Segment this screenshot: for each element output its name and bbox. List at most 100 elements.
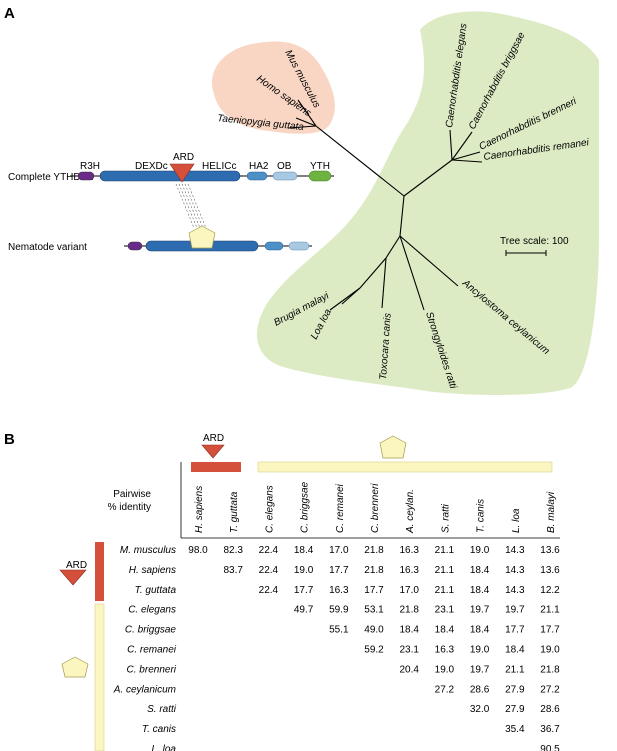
row-header: H. sapiens: [129, 565, 176, 576]
vertebrate-row-bar: [95, 542, 104, 601]
domain-label-dexdc: DEXDc: [135, 161, 168, 172]
identity-cell: 28.6: [540, 704, 560, 715]
identity-cell: 49.7: [294, 605, 314, 616]
identity-cell: 21.8: [364, 565, 384, 576]
taxon-toxocara-canis: Toxocara canis: [378, 313, 394, 380]
row-header: T. canis: [142, 724, 176, 735]
identity-cell: 22.4: [259, 545, 279, 556]
identity-cell: 19.0: [470, 545, 490, 556]
dexdc-helicc-domain: [99, 170, 241, 182]
ard-triangle-icon: [169, 163, 195, 183]
identity-cell: 18.4: [470, 625, 490, 636]
nematode-clade-shape: [256, 11, 599, 396]
identity-cell: 18.4: [435, 625, 455, 636]
identity-cell: 19.0: [435, 664, 455, 675]
identity-cell: 12.2: [540, 585, 560, 596]
table-column-headers: H. sapiens T. guttata C. elegans C. briggsa…: [194, 481, 557, 534]
domain-label-ha2: HA2: [249, 161, 269, 172]
identity-cell: 59.9: [329, 605, 349, 616]
ard-row-triangle-icon: [59, 569, 87, 586]
variant-ob-domain: [288, 241, 310, 251]
nematode-row-pentagon-icon: [61, 656, 89, 678]
pentagon-icon: [188, 225, 216, 249]
identity-cell: 16.3: [399, 565, 419, 576]
domain-label-ob: OB: [277, 161, 292, 172]
identity-cell: 16.3: [399, 545, 419, 556]
identity-cell: 17.0: [329, 545, 349, 556]
row-header: A. ceylanicum: [113, 684, 176, 695]
domain-label-helicc: HELICc: [202, 161, 236, 172]
column-header: C. briggsae: [300, 481, 311, 533]
identity-cell: 22.4: [259, 585, 279, 596]
identity-cell: 19.0: [294, 565, 314, 576]
identity-cell: 36.7: [540, 724, 560, 735]
identity-cell: 14.3: [505, 545, 525, 556]
identity-cell: 28.6: [470, 684, 490, 695]
column-header: T. guttata: [229, 491, 240, 533]
identity-cell: 18.4: [294, 545, 314, 556]
identity-cell: 21.8: [364, 545, 384, 556]
ard-replacement-connector: [175, 183, 207, 229]
identity-cell: 82.3: [223, 545, 243, 556]
identity-cell: 19.0: [470, 645, 490, 656]
row-header: C. briggsae: [125, 625, 177, 636]
identity-cell: 18.4: [470, 585, 490, 596]
domain-label-ard: ARD: [173, 152, 194, 163]
identity-cell: 17.7: [505, 625, 525, 636]
identity-cell: 17.7: [329, 565, 349, 576]
identity-cell: 59.2: [364, 645, 384, 656]
ob-domain: [272, 171, 298, 181]
variant-ha2-domain: [264, 241, 284, 251]
nematode-header-pentagon-icon: [379, 435, 407, 459]
complete-ythdc2-label: Complete YTHDC2: [8, 172, 94, 183]
identity-cell: 21.1: [435, 565, 455, 576]
identity-cell: 21.8: [399, 605, 419, 616]
identity-cell: 32.0: [470, 704, 490, 715]
identity-cell: 27.9: [505, 684, 525, 695]
identity-cell: 19.0: [540, 645, 560, 656]
identity-cell: 14.3: [505, 585, 525, 596]
identity-cell: 55.1: [329, 625, 349, 636]
identity-cell: 83.7: [223, 565, 243, 576]
identity-title: % identity: [108, 502, 151, 513]
ard-header-label: ARD: [203, 433, 224, 444]
identity-cell: 27.2: [540, 684, 560, 695]
identity-cell: 17.7: [540, 625, 560, 636]
row-header: C. elegans: [128, 605, 176, 616]
domain-label-yth: YTH: [310, 161, 330, 172]
identity-cell: 18.4: [505, 645, 525, 656]
identity-cell: 23.1: [399, 645, 419, 656]
column-header: S. ratti: [440, 503, 451, 533]
identity-cell: 16.3: [329, 585, 349, 596]
nematode-column-bar: [257, 461, 553, 473]
identity-cell: 17.7: [364, 585, 384, 596]
vertebrate-clade-shape: [211, 41, 335, 134]
tree-scale-label: Tree scale: 100: [500, 236, 569, 247]
ard-header-triangle-icon: [201, 444, 225, 459]
row-header: T. guttata: [135, 585, 177, 596]
identity-cell: 21.1: [505, 664, 525, 675]
identity-cell: 21.8: [540, 664, 560, 675]
variant-r3h-domain: [127, 241, 143, 251]
column-header: C. elegans: [264, 485, 275, 533]
identity-cell: 22.4: [259, 565, 279, 576]
row-header: L. loa: [152, 744, 177, 751]
identity-cell: 27.2: [435, 684, 455, 695]
column-header: T. canis: [476, 499, 487, 533]
identity-cell: 53.1: [364, 605, 384, 616]
column-header: H. sapiens: [194, 486, 205, 533]
column-header: L. loa: [511, 508, 522, 533]
vertebrate-column-bar: [191, 462, 241, 472]
domain-label-r3h: R3H: [80, 161, 100, 172]
identity-cell: 49.0: [364, 625, 384, 636]
row-header: M. musculus: [120, 545, 176, 556]
column-header: C. remanei: [335, 483, 346, 533]
identity-cell: 17.7: [294, 585, 314, 596]
identity-cell: 21.1: [540, 605, 560, 616]
ha2-domain: [246, 171, 268, 181]
identity-cell: 18.4: [470, 565, 490, 576]
nematode-variant-label: Nematode variant: [8, 242, 87, 253]
column-header: B. malayi: [546, 491, 557, 533]
